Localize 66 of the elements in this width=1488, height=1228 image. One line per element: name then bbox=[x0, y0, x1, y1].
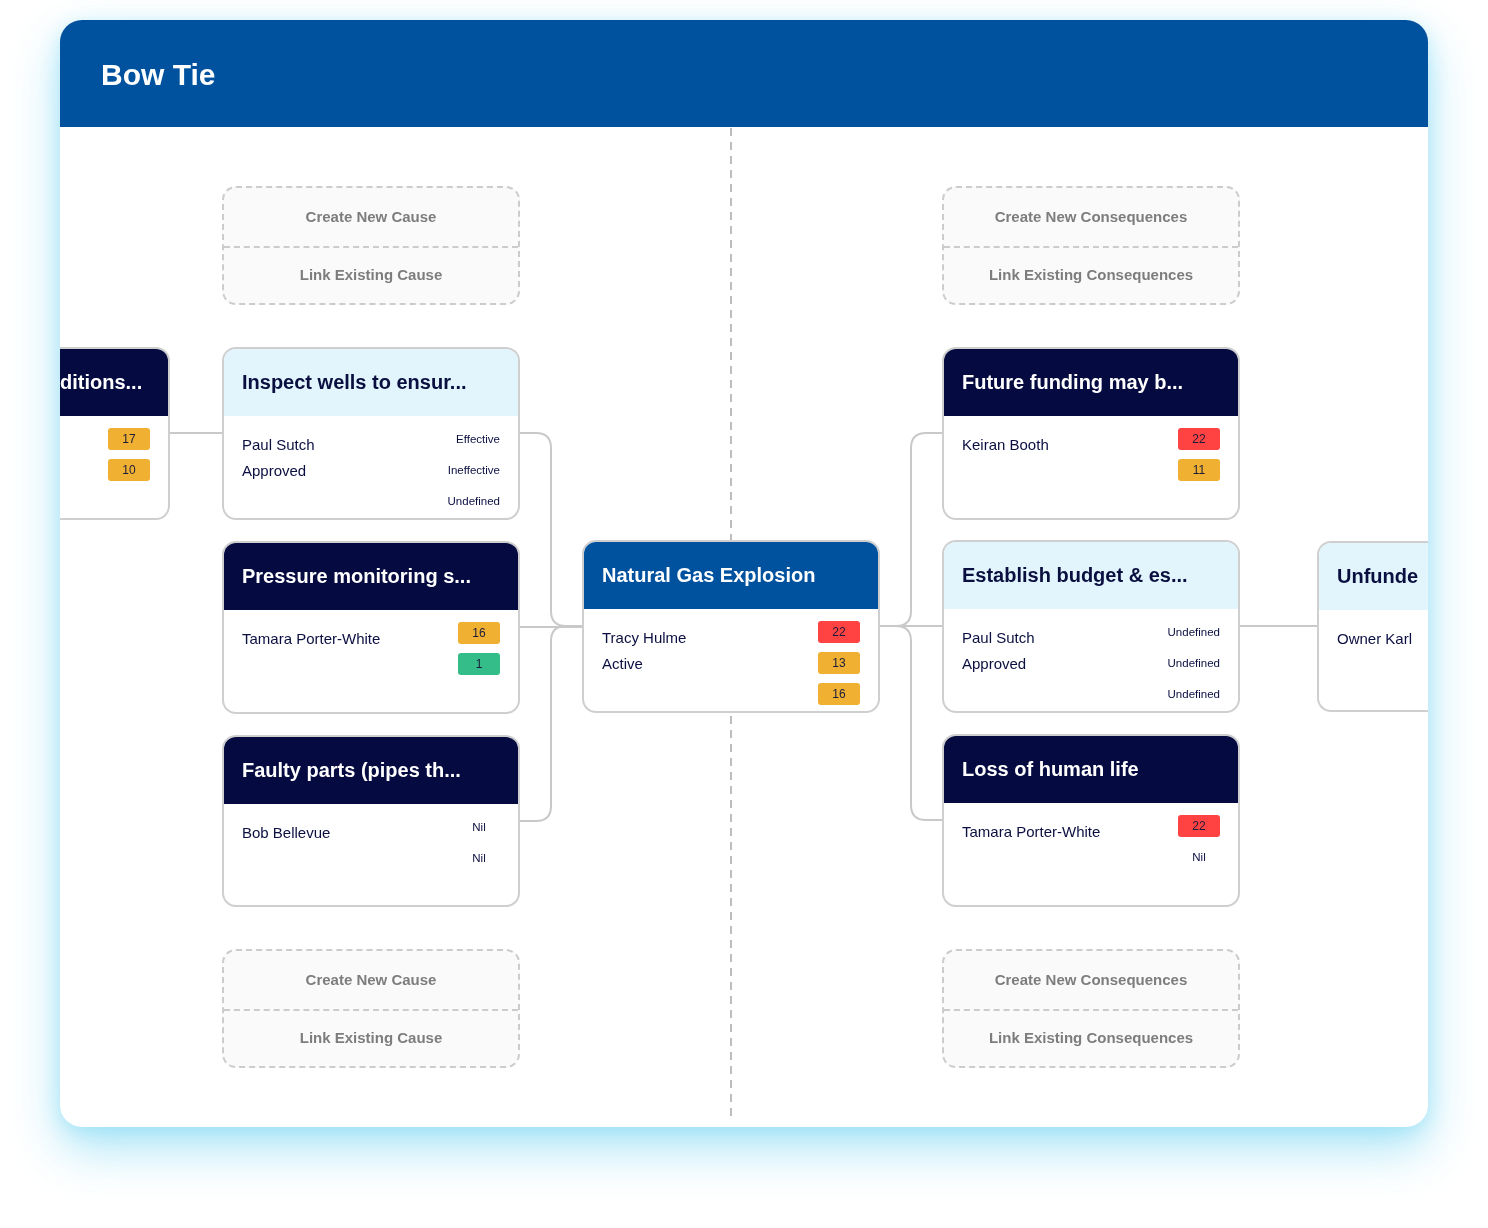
create-new-action: Create New Cause bbox=[305, 970, 437, 989]
rating-label: Effective bbox=[456, 432, 500, 446]
score-badge: 22 bbox=[1178, 428, 1220, 450]
connector-line bbox=[1239, 625, 1318, 627]
rating-label: Undefined bbox=[1167, 625, 1220, 639]
owner-name: Paul Sutch bbox=[962, 629, 1035, 647]
status-label: Approved bbox=[242, 462, 307, 480]
connector-line bbox=[169, 432, 223, 434]
score-badge: 11 bbox=[1178, 459, 1220, 481]
link-existing-action: Link Existing Consequences bbox=[988, 1029, 1194, 1048]
rating-label: Ineffective bbox=[447, 463, 500, 477]
placeholder-box bbox=[942, 186, 1240, 305]
page-title: Bow Tie bbox=[101, 57, 216, 93]
node-card bbox=[942, 347, 1240, 520]
status-label: Active bbox=[602, 655, 643, 673]
node-card bbox=[222, 541, 520, 714]
card-header: Establish budget & es... bbox=[944, 542, 1238, 609]
card-header: Future funding may b... bbox=[944, 349, 1238, 416]
rating-label: Nil bbox=[471, 851, 487, 865]
placeholder-box bbox=[222, 186, 520, 305]
score-badge: 16 bbox=[818, 683, 860, 705]
score-badge: 17 bbox=[108, 428, 150, 450]
score-badge: 22 bbox=[818, 621, 860, 643]
node-card bbox=[1317, 541, 1428, 712]
node-card bbox=[582, 540, 880, 713]
owner-name: Owner Karl bbox=[1337, 630, 1413, 648]
placeholder-box bbox=[942, 949, 1240, 1068]
card-header: Pressure monitoring s... bbox=[224, 543, 518, 610]
card-header: Inspect wells to ensur... bbox=[224, 349, 518, 416]
owner-name: Bob Bellevue bbox=[242, 824, 331, 842]
create-new-action: Create New Consequences bbox=[994, 207, 1188, 226]
node-card bbox=[60, 347, 170, 520]
score-badge: 10 bbox=[108, 459, 150, 481]
owner-name: Tamara Porter-White bbox=[242, 630, 381, 648]
link-existing-action: Link Existing Cause bbox=[299, 1029, 443, 1048]
node-card bbox=[942, 540, 1240, 713]
node-card bbox=[942, 734, 1240, 907]
score-badge: 22 bbox=[1178, 815, 1220, 837]
placeholder-box bbox=[222, 949, 520, 1068]
link-existing-action: Link Existing Consequences bbox=[988, 266, 1194, 285]
node-card bbox=[222, 347, 520, 520]
create-new-action: Create New Consequences bbox=[994, 970, 1188, 989]
connector-line bbox=[519, 626, 583, 628]
score-badge: 13 bbox=[818, 652, 860, 674]
card-header: Loss of human life bbox=[944, 736, 1238, 803]
link-existing-action: Link Existing Cause bbox=[299, 266, 443, 285]
status-label: Approved bbox=[962, 655, 1027, 673]
score-badge: 1 bbox=[458, 653, 500, 675]
connector-line bbox=[879, 625, 943, 821]
create-new-action: Create New Cause bbox=[305, 207, 437, 226]
card-header: Unfunde bbox=[1319, 543, 1428, 610]
rating-label: Nil bbox=[1191, 850, 1207, 864]
owner-name: Tamara Porter-White bbox=[962, 823, 1101, 841]
rating-label: Undefined bbox=[1167, 656, 1220, 670]
card-header: ditions... bbox=[60, 349, 168, 416]
rating-label: Nil bbox=[471, 820, 487, 834]
owner-name: Keiran Booth bbox=[962, 436, 1049, 454]
owner-name: Tracy Hulme bbox=[602, 629, 687, 647]
card-header: Faulty parts (pipes th... bbox=[224, 737, 518, 804]
score-badge: 16 bbox=[458, 622, 500, 644]
card-header: Natural Gas Explosion bbox=[584, 542, 878, 609]
rating-label: Undefined bbox=[447, 494, 500, 508]
owner-name: Paul Sutch bbox=[242, 436, 315, 454]
rating-label: Undefined bbox=[1167, 687, 1220, 701]
connector-line bbox=[519, 625, 583, 822]
node-card bbox=[222, 735, 520, 907]
